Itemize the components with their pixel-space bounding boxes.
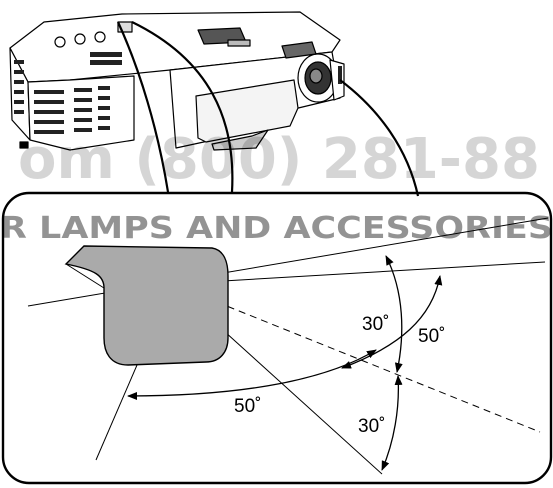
angle-arcs <box>127 255 443 471</box>
remote-sensor-edge <box>65 263 105 289</box>
angle-label-upper-horizontal: 50˚ <box>418 326 445 347</box>
arc-lower-50 <box>127 349 377 400</box>
watermark-phone: om (800) 281-88 <box>18 127 540 192</box>
watermark-company: R LAMPS AND ACCESSORIES <box>0 211 553 246</box>
angle-label-lower-horizontal: 50˚ <box>234 396 261 417</box>
arc-lower-30 <box>381 375 403 471</box>
angle-label-lower-vertical: 30˚ <box>358 416 385 437</box>
remote-sensor <box>64 245 229 366</box>
enlarged-view-frame <box>1 191 553 485</box>
callout-lines <box>116 21 420 197</box>
angle-label-upper-vertical: 30˚ <box>362 314 389 335</box>
arc-upper-50 <box>341 275 443 369</box>
projector-illustration <box>9 11 345 151</box>
